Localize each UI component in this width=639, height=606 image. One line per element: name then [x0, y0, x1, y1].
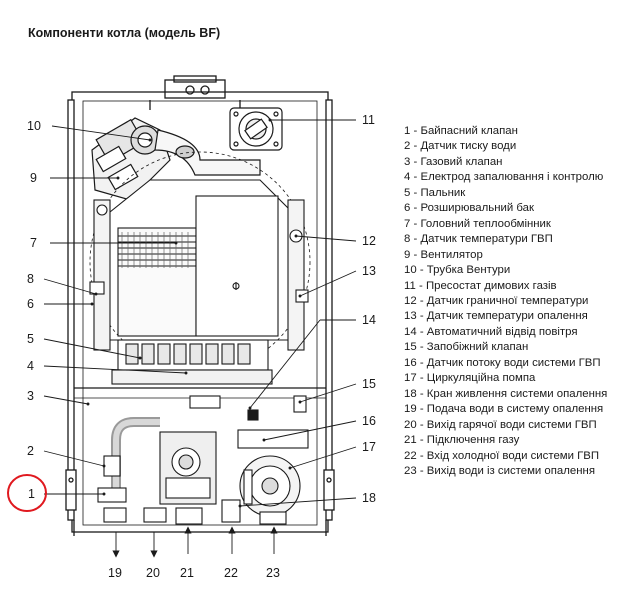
callout-17: 17 — [362, 440, 376, 454]
legend-item: 2 - Датчик тиску води — [404, 140, 517, 153]
legend-item: 14 - Автоматичний відвід повітря — [404, 325, 578, 338]
legend-item: 20 - Вихід гарячої води системи ГВП — [404, 418, 597, 431]
flue-pressure-switch — [229, 107, 283, 151]
legend-item: 22 - Вхід холодної води системи ГВП — [404, 449, 600, 462]
callout-22: 22 — [224, 566, 238, 580]
legend-item: 1 - Байпасний клапан — [404, 125, 518, 137]
legend-item: 21 - Підключення газу — [404, 434, 520, 447]
legend-item: 12 - Датчик граничної температури — [404, 294, 589, 307]
callout-4: 4 — [27, 359, 34, 373]
callout-6: 6 — [27, 297, 34, 311]
legend-item: 10 - Трубка Вентури — [404, 264, 511, 277]
legend-item: 4 - Електрод запалювання і контролю — [404, 171, 604, 184]
legend-item: 16 - Датчик потоку води системи ГВП — [404, 356, 601, 369]
legend-item: 11 - Пресостат димових газів — [404, 279, 557, 292]
callout-9: 9 — [30, 171, 37, 185]
legend-item: 23 - Вихід води із системи опалення — [404, 464, 595, 477]
legend-item: 3 - Газовий клапан — [404, 155, 503, 168]
callout-12: 12 — [362, 234, 376, 248]
callout-13: 13 — [362, 264, 376, 278]
callout-10: 10 — [27, 119, 41, 133]
highlight-circle — [7, 474, 47, 512]
burner — [111, 339, 273, 409]
legend-item: 19 - Подача води в систему опалення — [404, 403, 604, 416]
heat-exchanger — [89, 151, 311, 373]
callout-14: 14 — [362, 313, 376, 327]
callout-2: 2 — [27, 444, 34, 458]
legend-item: 18 - Кран живлення системи опалення — [404, 387, 608, 400]
callout-5: 5 — [27, 332, 34, 346]
legend-item: 6 - Розширювальний бак — [404, 202, 534, 215]
callout-11: 11 — [362, 113, 375, 127]
callout-8: 8 — [27, 272, 34, 286]
legend-item: 8 - Датчик температури ГВП — [404, 233, 553, 246]
component-legend: 1 - Байпасний клапан 2 - Датчик тиску во… — [404, 124, 607, 479]
legend-item: 9 - Вентилятор — [404, 248, 483, 261]
diagram-title: Компоненти котла (модель BF) — [28, 26, 221, 40]
callout-20: 20 — [146, 566, 160, 580]
callout-23: 23 — [266, 566, 280, 580]
callout-1: 1 — [28, 487, 35, 501]
legend-item: 15 - Запобіжний клапан — [404, 341, 529, 354]
callouts: 10 9 7 8 6 5 4 3 2 1 11 12 13 14 15 16 1… — [7, 113, 376, 580]
legend-item: 13 - Датчик температури опалення — [404, 310, 588, 323]
callout-16: 16 — [362, 414, 376, 428]
callout-15: 15 — [362, 377, 376, 391]
callout-3: 3 — [27, 389, 34, 403]
callout-19: 19 — [108, 566, 122, 580]
legend-item: 17 - Циркуляційна помпа — [404, 372, 536, 385]
callout-7: 7 — [30, 236, 37, 250]
callout-21: 21 — [180, 566, 194, 580]
legend-item: 5 - Пальник — [404, 186, 466, 199]
callout-18: 18 — [362, 491, 376, 505]
boiler-frame — [65, 75, 335, 536]
legend-item: 7 - Головний теплообмінник — [404, 217, 551, 230]
hydraulic-block — [97, 395, 309, 525]
